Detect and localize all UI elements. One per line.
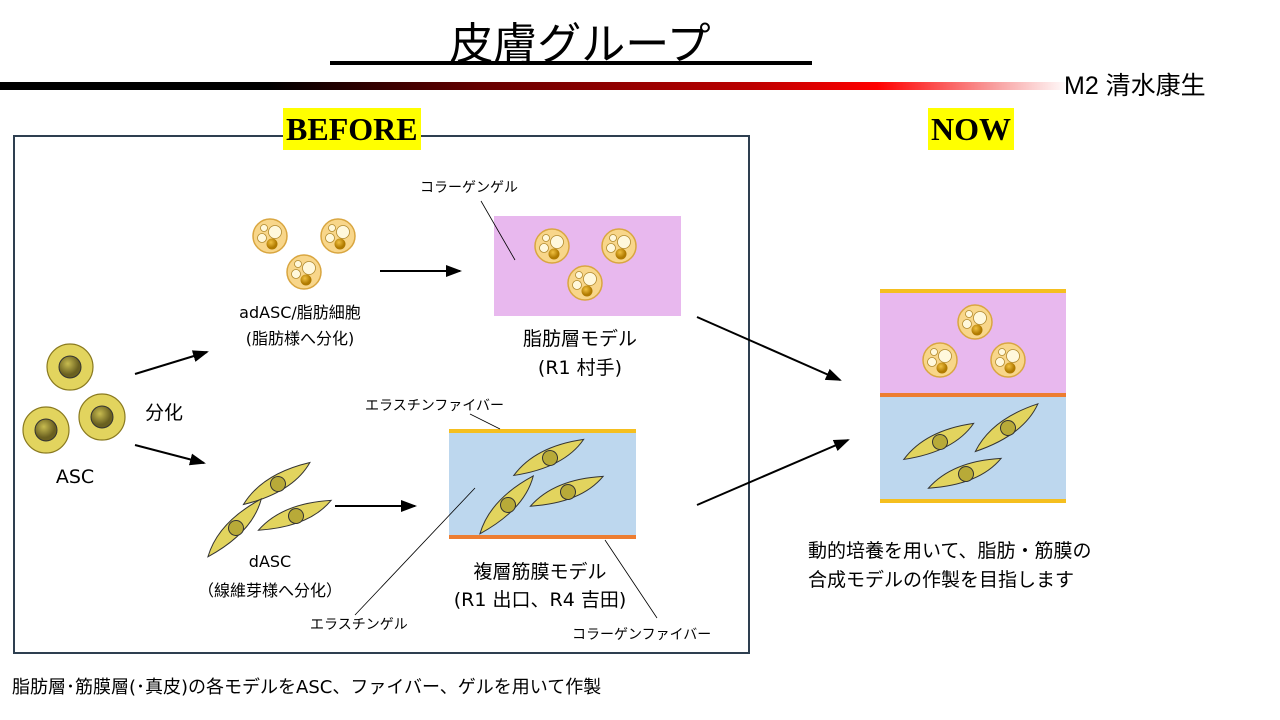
fat-cell (922, 342, 958, 378)
combined-top-fiber (880, 289, 1066, 293)
asc-cell (22, 406, 70, 454)
fat-cell (534, 228, 570, 264)
fascia-model-title: 複層筋膜モデル (473, 561, 607, 583)
adasc-label: adASC/脂肪細胞 (239, 303, 361, 322)
fat-cell (320, 218, 356, 254)
arrow-asc-to-adasc (134, 350, 209, 375)
fascia-model-sub: (R1 出口、R4 吉田) (453, 589, 627, 611)
fibroblast-cell (207, 497, 263, 558)
fibroblast-cell (479, 474, 535, 535)
elastin-gel-label: エラスチンゲル (310, 617, 408, 633)
fat-model-sub: (R1 村手) (537, 357, 623, 379)
combined-mid-fiber (880, 393, 1066, 397)
collagen-fiber-layer (449, 535, 636, 539)
fibroblast-cell (257, 499, 333, 531)
gradient-divider (0, 82, 1070, 90)
arrow-fat-to-now (696, 316, 842, 381)
fat-cell (957, 304, 993, 340)
leader-collagen-gel (480, 200, 516, 261)
asc-cell (78, 393, 126, 441)
fat-cell (990, 342, 1026, 378)
leader-elastin-gel (354, 487, 476, 616)
adasc-sub: (脂肪様へ分化) (245, 329, 355, 348)
title-underline (330, 61, 812, 65)
fibroblast-cell (512, 438, 585, 477)
arrow-fascia-to-now (696, 439, 850, 506)
elastin-fiber-layer (449, 429, 636, 433)
collagen-gel-label: コラーゲンゲル (420, 180, 518, 196)
fibroblast-cell (529, 475, 605, 507)
combined-bottom-fiber (880, 499, 1066, 503)
footer-caption: 脂肪層･筋膜層(･真皮)の各モデルをASC、ファイバー、ゲルを用いて作製 (12, 677, 602, 698)
arrow-asc-to-dasc (134, 444, 206, 466)
combined-fascia-layer (880, 397, 1066, 500)
elastin-gel-block (449, 432, 636, 536)
now-label: NOW (928, 108, 1014, 150)
fibroblast-cell (242, 461, 311, 506)
differentiation-label: 分化 (145, 402, 184, 424)
fibroblast-cell (927, 457, 1003, 489)
now-text-line-1: 動的培養を用いて、脂肪・筋膜の (808, 540, 1092, 562)
dasc-sub: （線維芽様へ分化） (197, 581, 342, 600)
dasc-label: dASC (248, 552, 292, 571)
author-label: M2 清水康生 (1064, 72, 1206, 100)
leader-elastin-fiber (469, 413, 501, 430)
collagen-fiber-label: コラーゲンファイバー (572, 627, 712, 643)
fat-cell (567, 265, 603, 301)
fat-cell (252, 218, 288, 254)
before-label: BEFORE (283, 108, 421, 150)
fat-model-title: 脂肪層モデル (522, 328, 637, 350)
fibroblast-cell (902, 422, 975, 461)
leader-collagen-fiber (604, 539, 658, 619)
fat-cell (601, 228, 637, 264)
asc-label: ASC (55, 466, 95, 488)
asc-cell (46, 343, 94, 391)
fibroblast-cell (974, 402, 1039, 453)
now-text-line-2: 合成モデルの作製を目指します (808, 569, 1075, 591)
elastin-fiber-label: エラスチンファイバー (365, 398, 505, 414)
fat-cell (286, 254, 322, 290)
